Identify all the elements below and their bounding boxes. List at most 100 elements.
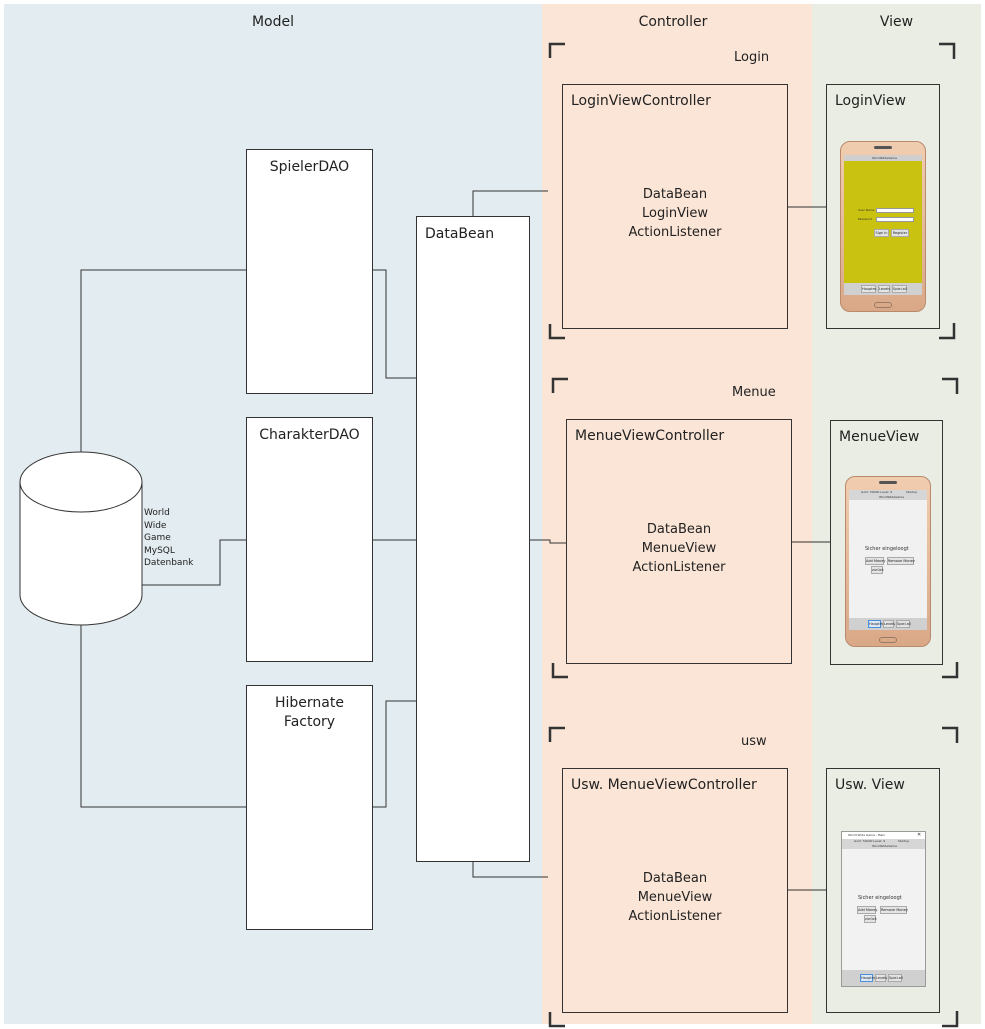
menue-phone-screen: Gold: 50000 Level: 9 Startup WorldWideGa… — [849, 490, 927, 630]
login-phone-mockup: WorldWideGame User Name Password Sign In… — [840, 141, 926, 312]
usw-view-title: Usw. View — [835, 777, 905, 793]
hibernate-factory-title: Hibernate Factory — [247, 694, 372, 732]
login-password-label: Password — [858, 217, 873, 221]
hibernate-factory-title-line: Hibernate — [275, 695, 344, 711]
controller-line: LoginView — [642, 206, 708, 221]
login-view-controller-box: LoginViewController DataBean LoginView A… — [562, 84, 788, 329]
usw-footer-button[interactable]: Spiel.all — [888, 974, 903, 982]
login-phone-screen: WorldWideGame User Name Password Sign In… — [844, 155, 922, 295]
usw-remove-money-button[interactable]: Remove Money — [880, 906, 908, 914]
usw-header-text: WorldWideGame — [872, 844, 898, 848]
menue-message: Sicher eingeloogt — [865, 546, 909, 552]
menue-header-text: WorldWideGame — [879, 495, 905, 499]
database-label-line: Datenbank — [144, 558, 194, 569]
database-label-line: World — [144, 508, 170, 518]
controller-line: ActionListener — [628, 909, 722, 924]
usw-footer-button[interactable]: Levels — [875, 974, 888, 982]
login-sign-in-button[interactable]: Sign In — [874, 229, 889, 237]
login-footer-button[interactable]: Hauptm. — [861, 285, 878, 293]
databean-box: DataBean — [416, 216, 530, 862]
database-cylinder — [19, 451, 143, 626]
login-password-field[interactable] — [876, 217, 914, 222]
controller-line: MenueView — [637, 890, 713, 905]
usw-view-box: Usw. View World Wide Game - Main ✕ Gold:… — [826, 768, 940, 1013]
menue-add-money-button[interactable]: Add Money — [865, 557, 886, 565]
login-screen-header: WorldWideGame — [844, 155, 922, 161]
phone-home-button[interactable] — [879, 637, 897, 643]
login-view-box: LoginView WorldWideGame User Name Passwo… — [826, 84, 940, 329]
menue-view-box: MenueView Gold: 50000 Level: 9 Startup W… — [830, 420, 943, 665]
menue-view-title: MenueView — [839, 429, 920, 445]
usw-view-controller-box: Usw. MenueViewController DataBean MenueV… — [562, 768, 788, 1013]
menue-screen-topbar: Gold: 50000 Level: 9 Startup WorldWideGa… — [849, 490, 927, 500]
usw-window-title-text: World Wide Game - Main — [848, 833, 886, 837]
login-view-controller-title: LoginViewController — [571, 93, 711, 109]
usw-view-controller-title: Usw. MenueViewController — [571, 777, 757, 793]
spieler-dao-title: SpielerDAO — [269, 159, 350, 175]
section-label-login: Login — [734, 50, 770, 65]
hibernate-factory-title-line: Factory — [283, 714, 336, 730]
controller-line: ActionListener — [632, 560, 726, 575]
view-lane-title: View — [879, 14, 914, 30]
controller-line: DataBean — [642, 871, 708, 886]
databean-title: DataBean — [425, 226, 495, 242]
login-username-label: User Name — [858, 208, 875, 212]
usw-view-controller-content: DataBean MenueView ActionListener — [563, 869, 787, 926]
db-to-hibernate-connector — [80, 625, 247, 808]
menue-footer-button[interactable]: Hauptm. — [868, 620, 885, 628]
menue-footer-button[interactable]: Levels — [883, 620, 896, 628]
charakter-dao-box: CharakterDAO — [246, 417, 373, 662]
spieler-to-databean-connector — [372, 269, 416, 379]
usw-screen-topbar: Gold: 50000 Level: 9 Startup WorldWideGa… — [842, 839, 925, 849]
database-label: World Wide Game MySQL Datenbank — [144, 507, 193, 570]
menue-view-controller-title: MenueViewController — [575, 428, 725, 444]
controller-line: DataBean — [646, 522, 712, 537]
usw-message: Sicher eingeloogt — [858, 895, 902, 901]
databean-to-menue-connector — [529, 539, 566, 544]
usw-window-mockup: World Wide Game - Main ✕ Gold: 50000 Lev… — [841, 831, 926, 987]
database-label-line: Game — [144, 533, 171, 544]
login-view-controller-content: DataBean LoginView ActionListener — [563, 185, 787, 242]
phone-speaker-icon — [879, 481, 897, 484]
login-footer-button[interactable]: Levels — [878, 285, 891, 293]
spieler-dao-box: SpielerDAO — [246, 149, 373, 394]
databean-to-usw-connector — [472, 861, 548, 878]
login-username-field[interactable] — [876, 208, 914, 213]
section-label-usw: usw — [741, 734, 767, 749]
database-label-line: MySQL — [144, 545, 175, 556]
usw-screen-footer: Hauptm. Levels Spiel.all — [842, 970, 925, 986]
usw-back-button[interactable]: zurück — [864, 915, 877, 923]
menue-back-button[interactable]: zurück — [871, 566, 884, 574]
login-register-button[interactable]: Register — [891, 229, 909, 237]
controller-line: DataBean — [642, 187, 708, 202]
login-screen-header-text: WorldWideGame — [872, 156, 898, 160]
menue-footer-button[interactable]: Spiel.all — [896, 620, 911, 628]
hibernate-to-databean-connector — [372, 700, 416, 808]
menue-remove-money-button[interactable]: Remove Money — [887, 557, 915, 565]
phone-home-button[interactable] — [874, 302, 892, 308]
menue-view-controller-content: DataBean MenueView ActionListener — [567, 520, 791, 577]
login-screen-footer: Hauptm. Levels Spiel.all — [844, 283, 922, 295]
db-to-charakter-connector — [142, 539, 247, 586]
controller-lane: Controller — [542, 4, 812, 1024]
database-label-line: Wide — [144, 520, 167, 531]
usw-startup-text: Startup — [898, 839, 910, 843]
db-to-spieler-connector — [80, 269, 247, 452]
menue-phone-mockup: Gold: 50000 Level: 9 Startup WorldWideGa… — [845, 476, 931, 647]
usw-gold-level-text: Gold: 50000 Level: 9 — [854, 839, 886, 843]
usw-footer-button[interactable]: Hauptm. — [860, 974, 877, 982]
controller-lane-title: Controller — [638, 14, 708, 30]
model-lane-title: Model — [251, 14, 295, 30]
controller-line: ActionListener — [628, 225, 722, 240]
menue-view-controller-box: MenueViewController DataBean MenueView A… — [566, 419, 792, 664]
phone-speaker-icon — [874, 146, 892, 149]
login-footer-button[interactable]: Spiel.all — [892, 285, 907, 293]
usw-add-money-button[interactable]: Add Money — [857, 906, 878, 914]
login-view-title: LoginView — [835, 93, 906, 109]
menue-startup-text: Startup — [906, 490, 918, 494]
window-close-icon[interactable]: ✕ — [917, 832, 922, 838]
menue-gold-level-text: Gold: 50000 Level: 9 — [861, 490, 893, 494]
section-label-menue: Menue — [732, 385, 776, 400]
hibernate-factory-box: Hibernate Factory — [246, 685, 373, 930]
